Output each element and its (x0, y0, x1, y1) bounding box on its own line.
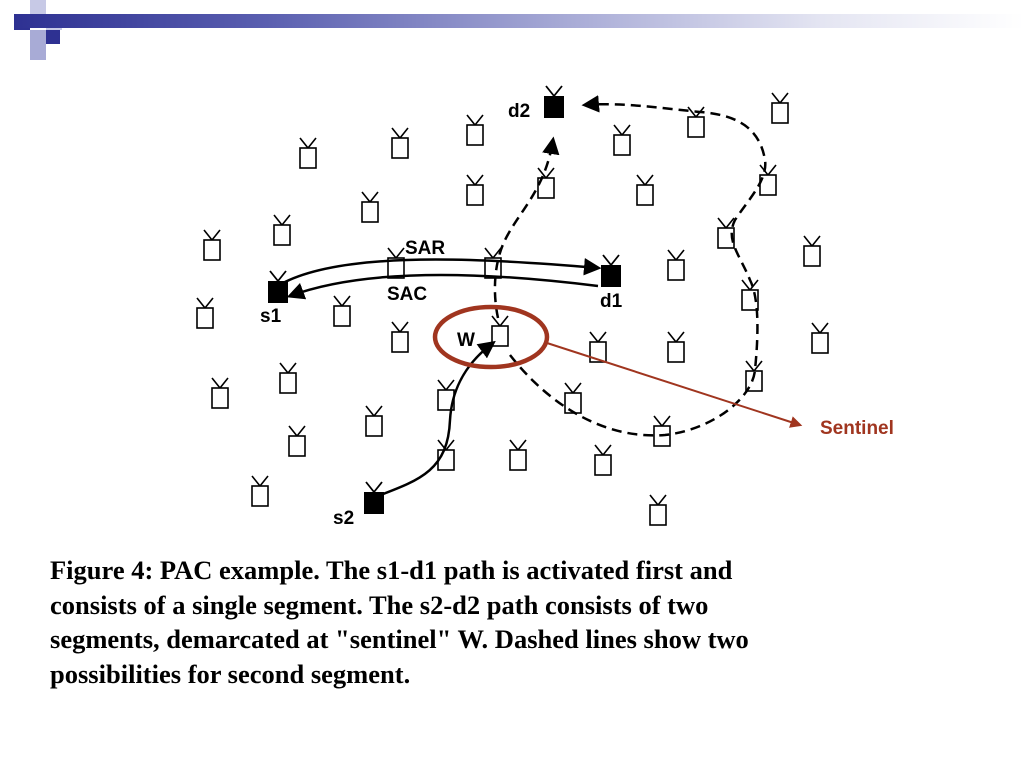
d1-node (601, 265, 621, 287)
relay-node (391, 321, 409, 353)
relay-node (299, 137, 317, 169)
network-diagram: s1 d1 d2 s2 SAR SAC W Sentinel (196, 85, 894, 529)
relay-node (771, 92, 789, 124)
relay-node (717, 217, 735, 249)
w-label: W (457, 330, 475, 351)
relay-node (279, 362, 297, 394)
relay-node (466, 174, 484, 206)
relay-node (811, 322, 829, 354)
relay-node (687, 106, 705, 138)
s1-node (268, 281, 288, 303)
sac-label: SAC (387, 284, 427, 305)
caption-line: possibilities for second segment. (50, 658, 411, 689)
relay-node (667, 331, 685, 363)
relay-node (273, 214, 291, 246)
relay-node (251, 475, 269, 507)
caption-line: segments, demarcated at "sentinel" W. Da… (50, 624, 749, 654)
sar-path (284, 258, 602, 284)
relay-node (653, 415, 671, 447)
header-bar (14, 14, 1024, 28)
sar-label: SAR (405, 238, 445, 259)
relay-node (466, 114, 484, 146)
d2-node (544, 96, 564, 118)
relay-node (745, 360, 763, 392)
d2-label: d2 (508, 101, 530, 122)
relay-node (564, 382, 582, 414)
figure-caption: Figure 4: PAC example. The s1-d1 path is… (50, 553, 990, 691)
endpoint-antennas (269, 85, 620, 493)
relay-node (365, 405, 383, 437)
sentinel-pointer (546, 342, 803, 428)
relay-node (391, 127, 409, 159)
s2-label: s2 (333, 508, 354, 529)
s2-to-w-path (377, 340, 496, 498)
relay-node (589, 331, 607, 363)
dashed-path-loop (509, 95, 767, 437)
relay-node (333, 295, 351, 327)
dashed-path-direct (493, 136, 560, 319)
caption-line: consists of a single segment. The s2-d2 … (50, 589, 709, 620)
relay-node (203, 229, 221, 261)
wireless-nodes (196, 92, 829, 526)
relay-node (211, 377, 229, 409)
d1-label: d1 (600, 291, 623, 312)
sentinel-label: Sentinel (820, 418, 894, 439)
sac-path (286, 273, 599, 300)
relay-node (803, 235, 821, 267)
relay-node (387, 247, 405, 279)
relay-node (594, 444, 612, 476)
relay-node (667, 249, 685, 281)
s2-node (364, 492, 384, 514)
s1-label: s1 (260, 306, 282, 327)
relay-node (636, 174, 654, 206)
relay-node (649, 494, 667, 526)
relay-node (613, 124, 631, 156)
caption-line: Figure 4: PAC example. The s1-d1 path is… (50, 555, 733, 585)
relay-node (361, 191, 379, 223)
sentinel-ellipse (432, 304, 550, 370)
relay-node (288, 425, 306, 457)
relay-node (196, 297, 214, 329)
relay-node (491, 315, 509, 347)
relay-node (537, 167, 555, 199)
relay-node (509, 439, 527, 471)
